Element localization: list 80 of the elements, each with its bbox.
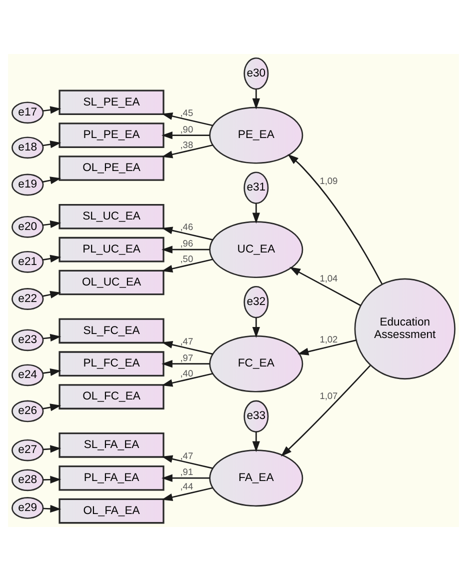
arrow	[162, 112, 213, 126]
arrow	[43, 504, 62, 513]
node-ellipse: e18	[12, 136, 44, 159]
node-ellipse: FC_EA	[209, 335, 304, 392]
node-circle: Education Assessment	[354, 278, 456, 380]
node-ellipse: e31	[244, 172, 269, 204]
node-ellipse: e26	[12, 400, 44, 422]
node-box: OL_FC_EA	[58, 384, 164, 410]
arrow	[280, 365, 371, 457]
arrow	[162, 455, 213, 469]
node-ellipse: e27	[12, 439, 44, 462]
arrow	[162, 340, 213, 355]
arrow	[42, 140, 62, 148]
arrow	[42, 290, 62, 298]
node-ellipse: e32	[244, 286, 269, 318]
arrow	[162, 487, 213, 501]
arrow	[42, 176, 62, 184]
arrow	[289, 267, 361, 306]
edge-label: ,90	[180, 124, 194, 134]
arrow	[162, 144, 213, 158]
arrow	[42, 106, 62, 114]
arrow	[162, 360, 210, 368]
node-box: PL_FC_EA	[58, 351, 164, 376]
node-ellipse: e17	[12, 102, 44, 124]
node-ellipse: e24	[12, 364, 44, 386]
node-ellipse: e29	[12, 497, 44, 519]
arrow	[288, 154, 383, 284]
edge-label: ,50	[180, 254, 194, 264]
node-ellipse: e23	[12, 329, 44, 352]
node-ellipse: e22	[12, 288, 44, 310]
node-box: PL_FA_EA	[58, 465, 164, 491]
edge-label: 1,02	[320, 334, 338, 344]
arrow	[42, 404, 62, 412]
arrow	[252, 432, 260, 452]
node-box: PL_PE_EA	[58, 122, 164, 148]
edge-label: ,96	[180, 238, 194, 249]
arrow	[162, 258, 213, 272]
node-box: OL_FA_EA	[58, 498, 164, 524]
arrow	[252, 318, 260, 338]
edge-label: 1,09	[320, 176, 338, 186]
arrow	[43, 476, 62, 484]
edge-label: ,45	[180, 108, 194, 118]
node-ellipse: e19	[12, 174, 44, 196]
node-box: OL_UC_EA	[58, 270, 164, 296]
edge-label: ,97	[180, 352, 194, 363]
arrow	[252, 203, 260, 224]
node-box: OL_PE_EA	[58, 156, 164, 181]
node-box: SL_UC_EA	[58, 204, 164, 230]
node-box: PL_UC_EA	[58, 236, 164, 262]
arrow	[42, 368, 62, 376]
arrow	[42, 220, 62, 228]
arrow	[42, 254, 62, 262]
node-ellipse: e30	[244, 57, 269, 90]
arrow	[43, 334, 62, 342]
arrow	[162, 372, 213, 387]
edge-label: ,38	[180, 140, 194, 150]
node-box: SL_FA_EA	[58, 432, 164, 458]
edge-label: 1,07	[320, 391, 338, 402]
node-ellipse: e33	[244, 400, 269, 432]
arrow	[252, 89, 260, 110]
edge-label: ,40	[180, 368, 194, 378]
arrow	[162, 132, 210, 140]
node-ellipse: e21	[12, 250, 44, 273]
edge-label: ,46	[180, 222, 194, 232]
edge-label: ,44	[180, 482, 194, 492]
arrow	[162, 246, 210, 254]
node-box: SL_PE_EA	[58, 90, 164, 116]
edge-label: ,47	[180, 336, 194, 346]
arrow	[162, 226, 213, 240]
arrow	[162, 474, 210, 482]
node-ellipse: e20	[12, 216, 44, 238]
node-ellipse: e28	[12, 469, 44, 492]
node-ellipse: UC_EA	[209, 221, 304, 278]
arrow	[43, 445, 62, 453]
edge-label: ,91	[180, 467, 194, 478]
edge-label: 1,04	[320, 274, 338, 284]
arrow	[298, 340, 356, 356]
edge-label: ,47	[180, 450, 194, 461]
node-box: SL_FC_EA	[58, 318, 164, 344]
node-ellipse: FA_EA	[209, 450, 304, 507]
